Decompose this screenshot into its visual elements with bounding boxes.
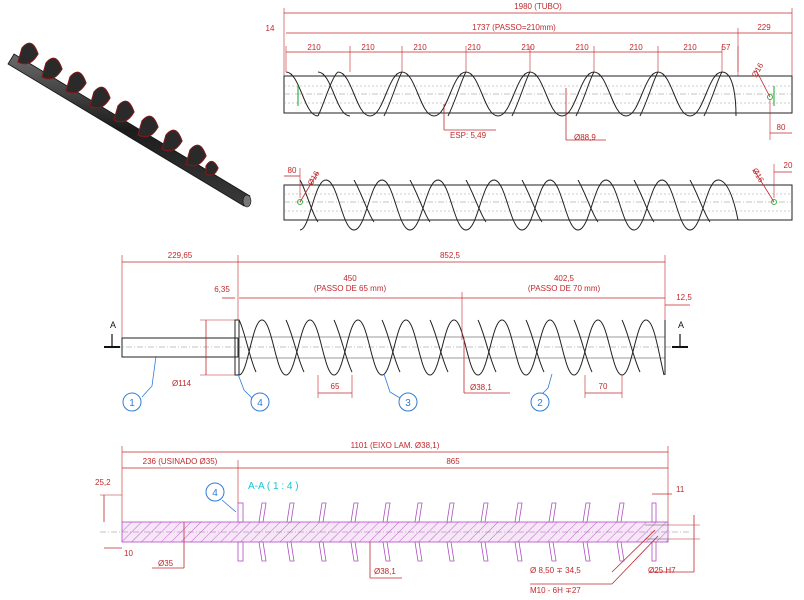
section-a-a-view: A-A ( 1 : 4 ) 4: [100, 481, 690, 562]
dim-left-gap: 14: [266, 24, 275, 33]
dim-last-segment: 57: [722, 43, 731, 52]
dim-pitch-3: 210: [413, 43, 427, 52]
section-flights: [237, 502, 657, 562]
balloon-2: [530, 392, 550, 412]
dim-pitch-70: 70: [599, 382, 608, 391]
tube-front-view: [283, 179, 793, 231]
dim-shaft-length: 229,65: [168, 251, 193, 260]
dim-right-hole-pos: 80: [777, 123, 786, 132]
dim-flight-length: 852,5: [440, 251, 461, 260]
dim-flange-thickness: 6,35: [214, 285, 230, 294]
dim-spiral-length: 1737 (PASSO=210mm): [472, 23, 556, 32]
dim-right-hole-2: Ø16: [750, 167, 766, 185]
dim-section2-length: 402,5: [554, 274, 575, 283]
dim-pitch-65: 65: [331, 382, 340, 391]
section-a-a-dimensions: 1101 (EIXO LAM. Ø38,1) 236 (USINADO Ø35)…: [95, 441, 700, 595]
balloon-1-label: 1: [129, 398, 135, 409]
dim-shaft-diameter: Ø35: [158, 559, 174, 568]
dim-pitch-1: 210: [307, 43, 321, 52]
dim-right-gap-2: 20: [784, 161, 793, 170]
dim-tube-diameter: Ø88,9: [574, 133, 596, 142]
dim-end-length: 11: [676, 485, 685, 494]
balloon-4-section: [205, 482, 225, 502]
shaft-front-view: A A: [104, 319, 688, 376]
dim-section1-length: 450: [343, 274, 357, 283]
dim-thickness: ESP: 5,49: [450, 131, 487, 140]
section-label-right: A: [678, 320, 684, 330]
shaft-front-view-dimensions: 229,65 852,5 6,35 450 (PASSO DE 65 mm) 4…: [121, 251, 692, 412]
dim-core-diameter: Ø38,1: [470, 383, 492, 392]
dim-section2-note: (PASSO DE 70 mm): [528, 284, 601, 293]
dim-pitch-7: 210: [629, 43, 643, 52]
dim-hole-spec: Ø 8,50 ∓ 34,5: [530, 566, 581, 575]
dim-section1-note: (PASSO DE 65 mm): [314, 284, 387, 293]
tube-top-view-dimensions: 1980 (TUBO) 1737 (PASSO=210mm) 229 14 21…: [266, 2, 793, 142]
dim-left-hole: Ø16: [306, 169, 322, 187]
dim-pitch-4: 210: [467, 43, 481, 52]
dim-total-tube: 1980 (TUBO): [514, 2, 562, 11]
balloon-4: [250, 392, 270, 412]
dim-end-gap: 12,5: [676, 293, 692, 302]
dim-pitch-2: 210: [361, 43, 375, 52]
section-label-left: A: [110, 320, 116, 330]
dim-machined-length: 236 (USINADO Ø35): [143, 457, 218, 466]
dim-left-hole-pos: 80: [288, 166, 297, 175]
dim-thread-spec: M10 - 6H ∓27: [530, 586, 581, 595]
dim-left-small: 10: [124, 549, 133, 558]
dim-pitch-8: 210: [683, 43, 697, 52]
dim-total-shaft: 1101 (EIXO LAM. Ø38,1): [351, 441, 440, 450]
dim-pitch-6: 210: [575, 43, 589, 52]
dim-flighted-length: 865: [446, 457, 460, 466]
section-title: A-A ( 1 : 4 ): [248, 481, 299, 492]
tube-top-view: [283, 71, 793, 117]
balloon-4-label: 4: [257, 398, 263, 409]
balloon-2-label: 2: [537, 398, 543, 409]
balloon-3-label: 3: [405, 398, 411, 409]
dim-right-gap: 229: [757, 23, 771, 32]
balloon-1: [122, 392, 142, 412]
balloon-3: [398, 392, 418, 412]
dim-core-diameter-section: Ø38,1: [374, 567, 396, 576]
dim-pitch-5: 210: [521, 43, 535, 52]
balloon-4-section-label: 4: [212, 488, 218, 499]
dim-left-step: 25,2: [95, 478, 111, 487]
iso-3d-auger-view: [7, 42, 252, 208]
dim-bore-spec: Ø25 H7: [648, 566, 676, 575]
dim-outer-diameter: Ø114: [172, 379, 192, 388]
tube-front-view-dimensions: 80 Ø16 Ø16 20: [284, 161, 793, 203]
